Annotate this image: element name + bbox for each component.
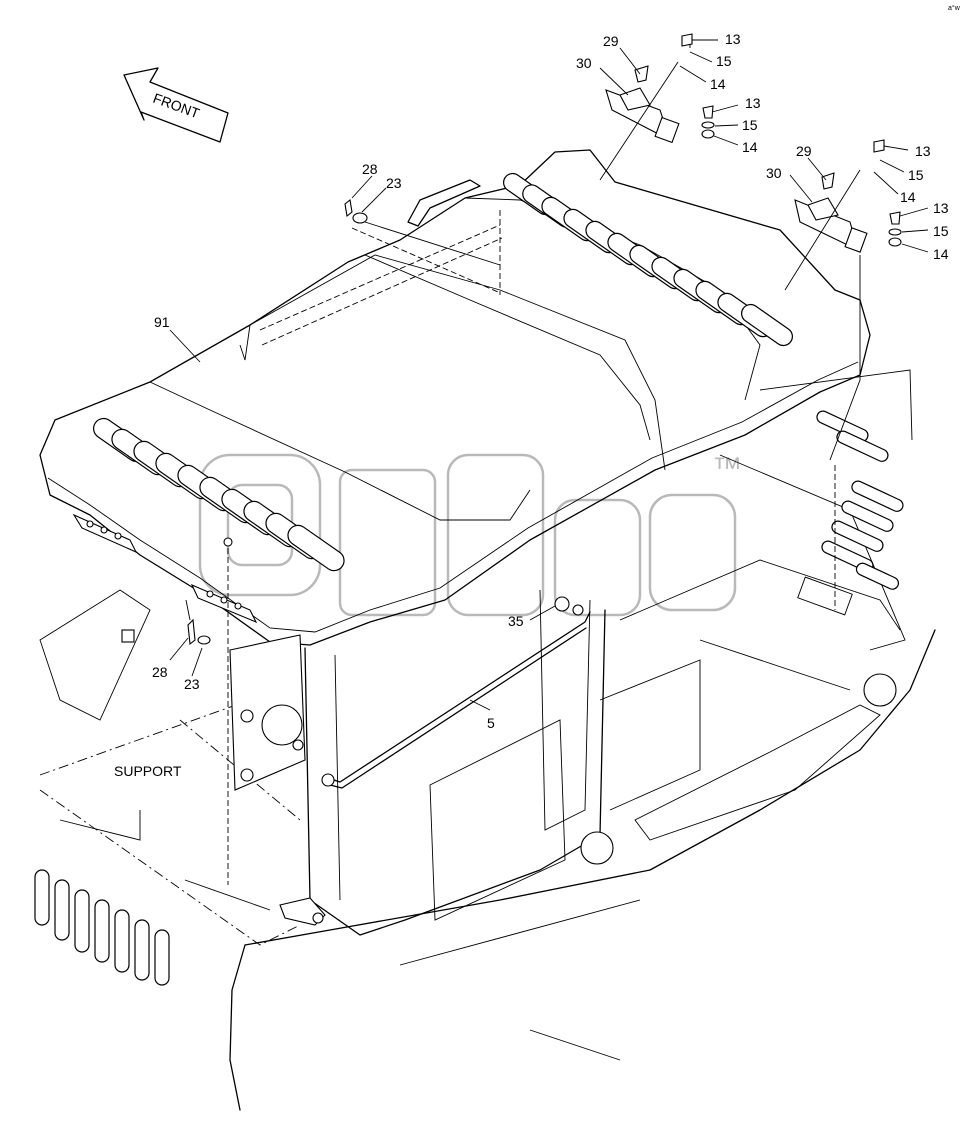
watermark-tm: ™ xyxy=(712,452,742,485)
pin-washer-upper xyxy=(344,198,501,266)
hood-front-vents xyxy=(93,417,345,572)
front-label: FRONT xyxy=(151,90,202,122)
callout-28-upper: 28 xyxy=(362,161,378,177)
gas-strut xyxy=(321,596,591,789)
latch-assembly-upper xyxy=(599,33,715,181)
latch-assembly-lower xyxy=(784,139,902,610)
corner-mark: a°w xyxy=(948,4,961,12)
callout-30-lower: 30 xyxy=(766,165,782,181)
pin-washer-lower xyxy=(185,537,233,885)
counterweight-vents xyxy=(34,869,170,986)
callout-14-b: 14 xyxy=(742,139,758,155)
callout-23-lower: 23 xyxy=(184,676,200,692)
callout-91: 91 xyxy=(154,314,170,330)
callout-15-a: 15 xyxy=(716,53,732,69)
callout-14-c: 14 xyxy=(900,189,916,205)
callout-15-d: 15 xyxy=(933,223,949,239)
callout-23-upper: 23 xyxy=(386,175,402,191)
callout-30-upper: 30 xyxy=(576,55,592,71)
callout-15-c: 15 xyxy=(908,167,924,183)
callout-13-b: 13 xyxy=(745,95,761,111)
front-direction-arrow: FRONT xyxy=(123,67,229,143)
callout-29-lower: 29 xyxy=(796,143,812,159)
callout-13-a: 13 xyxy=(725,31,741,47)
watermark-logo: ™ xyxy=(198,452,742,617)
callout-5: 5 xyxy=(487,715,495,731)
callout-35: 35 xyxy=(508,613,524,629)
callout-28-lower: 28 xyxy=(152,664,168,680)
support-label: SUPPORT xyxy=(114,763,182,779)
callout-14-d: 14 xyxy=(933,246,949,262)
hood-rear-vents xyxy=(503,172,793,347)
callout-14-a: 14 xyxy=(710,76,726,92)
deck-right-vents xyxy=(816,410,904,590)
callout-labels: 29 30 13 15 14 13 15 14 29 30 13 15 14 1… xyxy=(114,31,949,779)
callout-13-c: 13 xyxy=(915,143,931,159)
leader-lines xyxy=(169,39,929,711)
callout-15-b: 15 xyxy=(742,117,758,133)
callout-29-upper: 29 xyxy=(603,33,619,49)
engine-hood xyxy=(39,149,871,646)
callout-13-d: 13 xyxy=(933,200,949,216)
hood-hinge-right xyxy=(190,583,258,624)
hood-hinge-left xyxy=(72,513,138,554)
